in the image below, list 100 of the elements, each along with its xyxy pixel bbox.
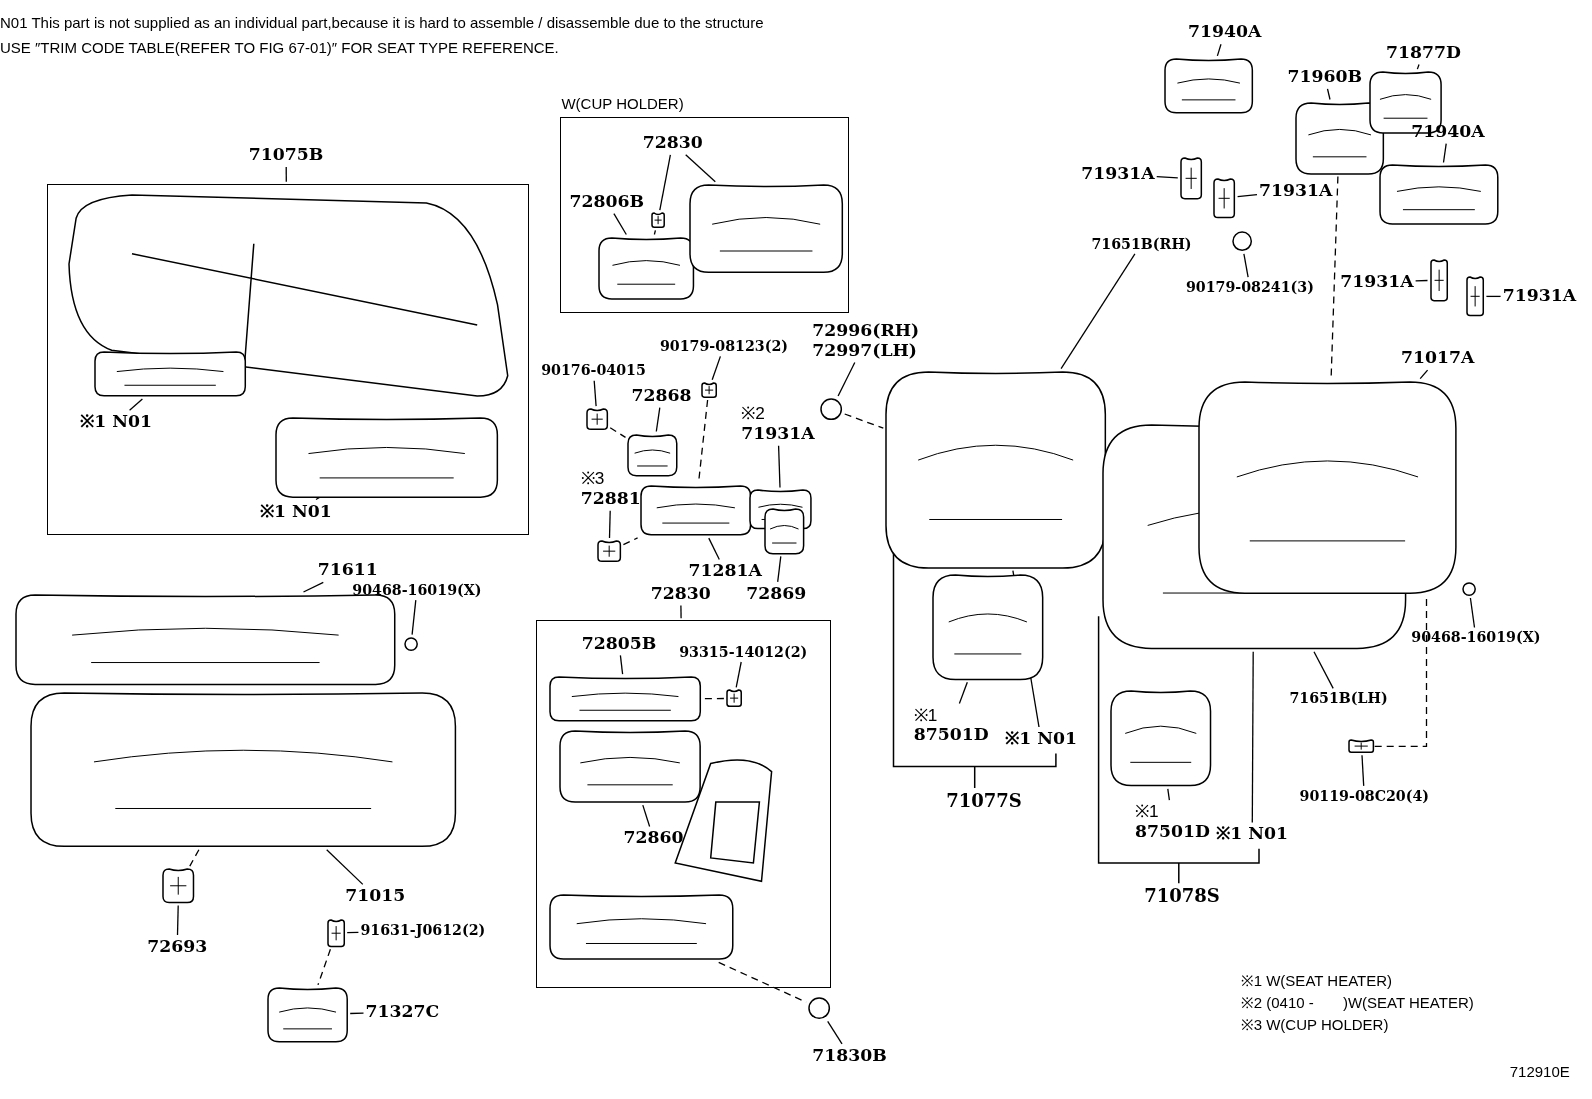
leader-line [1167,788,1171,801]
leader-line [619,654,624,675]
leader-line [1236,193,1258,198]
headrest-drawing [1294,101,1384,175]
callout-number: 71077S [946,789,1022,811]
leader-line [1361,754,1365,787]
callout-number: ※1 N01 [259,501,332,522]
callout-number: ※1 N01 [80,412,152,433]
leader-line [642,804,651,828]
headrest-support-drawing [1429,258,1448,302]
screw-drawing [326,918,346,948]
callout-number: 71611 [317,560,378,581]
callout-number: 91631-J0612(2) [360,921,486,939]
callout-number: 87501D [1135,821,1211,842]
bracket-drawing [162,868,195,904]
headrest-support-drawing [1179,157,1203,200]
callout-number: 72830 [650,583,711,604]
footnote-text: ※1 W(SEAT HEATER) [1240,970,1393,990]
leader-line [685,154,716,183]
pad-drawing [627,433,679,477]
footnote-mark: ※1 [913,705,938,726]
callout-number: 71940A [1411,121,1485,142]
callout-number: 72881 [580,488,641,509]
note-text: N01 This part is not supplied as an individual part,because it is hard to assemble / disassemble due to the structure [0,14,764,32]
heater-wire-drawing [932,573,1044,681]
leader-line [1416,63,1420,70]
leader-line [777,555,782,583]
leader-line [1419,369,1429,380]
assembly-line [609,427,627,439]
heater-pad-drawing [275,417,499,499]
knob-drawing [597,540,622,563]
clip-drawing [808,997,831,1020]
clip-drawing [1462,581,1477,596]
heater-pad-drawing [94,351,247,397]
footnote-mark: ※1 [1135,802,1159,822]
assembly-line [189,849,200,867]
lid-drawing [549,676,702,722]
clip-drawing [404,636,419,651]
callout-number: 72869 [746,583,807,604]
callout-number: 93315-14012(2) [679,643,808,660]
nut-drawing [700,381,717,398]
callout-number: 72860 [623,828,684,849]
headrest-support-drawing [1466,276,1485,317]
leader-line [302,581,324,593]
leader-line [777,445,781,489]
headrest-drawing [1378,164,1499,226]
callout-number: 72996(RH) [812,320,920,341]
heater-wire-drawing [1109,690,1212,787]
callout-number: 71015 [345,886,406,907]
seatback-drawing [885,370,1107,569]
callout-number: 72806B [569,191,645,212]
screw-drawing [650,212,665,229]
callout-number: 90179-08123(2) [659,338,788,355]
leader-line [176,904,179,936]
cushion-frame-drawing [30,692,457,848]
callout-number: 71651B(LH) [1289,690,1388,707]
callout-number: 71940A [1187,22,1262,43]
leader-line [1156,176,1179,179]
callout-number: 71281A [688,561,762,582]
footnote-mark: ※3 [580,469,605,489]
assembly-line [844,413,884,429]
figure-code: 712910E [1509,1063,1570,1080]
footnote-text: ※3 W(CUP HOLDER) [1240,1015,1389,1035]
leader-line [1313,651,1334,690]
callout-number: 90468-16019(X) [1411,629,1541,646]
leader-line [708,537,720,561]
note-text: USE ″TRIM CODE TABLE(REFER TO FIG 67-01)″ FOR SEAT TYPE REFERENCE. [0,38,559,56]
callout-number: 71651B(RH) [1091,235,1192,252]
seatback-frame-drawing [1198,380,1457,594]
clip-drawing [585,408,609,431]
callout-number: 71931A [1340,272,1414,292]
assembly-line [622,537,639,546]
armrest-base-drawing [549,894,735,961]
group-frame [46,183,529,536]
bolt-drawing [1348,739,1375,754]
leader-line [346,931,360,934]
leader-line [659,154,672,211]
callout-number: 71017A [1401,348,1475,369]
callout-number: 90119-08C20(4) [1299,787,1430,805]
leader-line [326,849,364,886]
callout-number: 71931A [1081,164,1155,185]
callout-number: 72693 [147,937,208,957]
callout-number: ※1 N01 [1216,824,1289,845]
leader-line [827,1020,843,1045]
leader-line [1060,253,1136,370]
leader-line [1216,43,1222,57]
leader-line [1442,143,1447,164]
storage-tray-drawing [559,729,702,804]
tray-drawing [598,236,695,300]
leader-line [349,1012,365,1015]
callout-number: 71075B [248,145,324,166]
callout-number: 71877D [1385,42,1461,63]
screw-drawing [725,689,743,708]
leader-line [1326,88,1331,101]
footnote-text: ※2 (0410 - )W(SEAT HEATER) [1240,992,1474,1012]
callout-number: 71931A [741,423,815,444]
callout-number: 72805B [581,633,657,654]
headrest-support-drawing [1213,177,1236,219]
leader-line [593,380,597,407]
module-drawing [267,986,349,1043]
